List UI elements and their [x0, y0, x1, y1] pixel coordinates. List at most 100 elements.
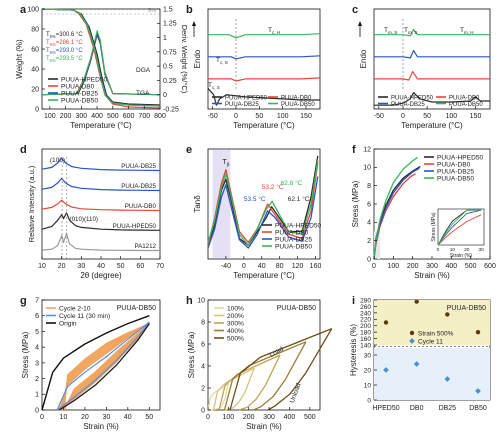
tick-label-x: 40 [97, 263, 105, 270]
tick-label-y: 30 [364, 352, 372, 359]
peak-label: (100) [50, 157, 65, 164]
panel-letter: c [352, 4, 358, 16]
stress-strain-series [373, 165, 421, 260]
legend-swatch [409, 330, 415, 336]
load-curve [229, 327, 333, 411]
tick-label-x: 20 [81, 414, 89, 421]
legend-entry: PUUA-HPED50 [225, 96, 268, 102]
legend-swatch [409, 338, 415, 344]
plot-frame [373, 8, 491, 110]
tick-label-y: 60 [31, 46, 39, 53]
tick-label-y: 4 [35, 345, 39, 352]
inset-series [437, 209, 482, 246]
curve-label-tga: TGA [136, 90, 150, 97]
plot-frame [207, 8, 321, 110]
tick-label-x: 160 [310, 263, 322, 270]
axis-label-y: Weight (%) [15, 39, 24, 79]
tick-label-y: 0.5 [163, 64, 173, 71]
legend-entry: Cycle 11 (30 min) [59, 313, 110, 320]
axis-label-y: Hysteresis (%) [349, 324, 358, 376]
tan-delta-series [207, 159, 319, 246]
tick-label-x: 80 [276, 263, 284, 270]
tick-label-y: 0 [201, 407, 205, 414]
legend-entry: 300% [227, 321, 244, 328]
tick-label-x: 30 [102, 414, 110, 421]
deriv-series [41, 30, 161, 96]
panel-letter: e [186, 144, 192, 156]
plot-frame [207, 148, 321, 260]
tick-label-x: 70 [156, 263, 164, 270]
inset-series [437, 214, 482, 246]
legend-entry: PUUA-DB0 [437, 162, 471, 169]
load-curve [218, 354, 281, 411]
cycle-11-series [56, 321, 150, 411]
transition-annotation: Tm, H [460, 27, 474, 35]
tick-label-x: 500 [465, 263, 477, 270]
tick-label-x: 500 [107, 113, 119, 120]
stress-strain-series [373, 156, 418, 260]
tick-label-x: 50 [145, 414, 153, 421]
legend-entry: PUUA-HPED50 [391, 96, 434, 102]
cycle11-point [475, 388, 481, 394]
tick-label-y: 8 [367, 183, 371, 190]
legend-entry: 200% [227, 313, 244, 320]
legend-entry: PUUA-DB0 [449, 96, 480, 102]
endo-arrow-head [358, 21, 362, 26]
axis-label-x: 2θ (degree) [80, 271, 122, 280]
tick-label-x: 150 [470, 113, 482, 120]
panel-title: PUUA-DB50 [117, 305, 156, 312]
peak-annotation: 53.2 °C [262, 183, 284, 191]
inset-tick: 30 [478, 247, 484, 253]
tick-label-x: 40 [258, 263, 266, 270]
tan-delta-series [207, 176, 319, 249]
legend-entry: PUUA-DB25 [437, 169, 474, 176]
panel-letter: h [186, 295, 193, 307]
transition-annotation: Tc, S [208, 82, 220, 90]
tick-label-y: 2 [201, 385, 205, 392]
axis-label-x: Strain (%) [83, 422, 119, 431]
strain500-point [475, 329, 481, 335]
axis-label-x: Temperature (°C) [401, 121, 463, 130]
tick-label-x: 500 [304, 414, 316, 421]
endo-arrow-head [192, 21, 196, 26]
axis-label-y: Stress (MPa) [21, 331, 30, 378]
panel-letter: d [20, 144, 27, 156]
load-curve [207, 383, 229, 411]
tick-label-x: 100 [277, 113, 289, 120]
cycle11-point [383, 367, 389, 373]
peak-annotation: 62.8 °C [281, 179, 303, 187]
panel-letter: a [20, 4, 27, 16]
dsc-series [207, 88, 320, 106]
series-label: PUUA-DB0 [125, 203, 157, 210]
tick-label-x: 700 [138, 113, 150, 120]
tick-label-y: 20 [364, 367, 372, 374]
tick-label-x: 300 [263, 414, 275, 421]
tick-label-y: 6 [201, 341, 205, 348]
xrd-series [41, 157, 161, 172]
panel-d-xrd: dPUUA-DB25PUUA-DB25PUUA-DB0PUUA-HPED50PA… [20, 144, 164, 280]
tick-label-x: 100 [223, 414, 235, 421]
legend-entry: 500% [227, 336, 244, 343]
cycle-load [63, 323, 150, 411]
tick-label-x: 0 [234, 113, 238, 120]
tick-label-y: 0 [367, 256, 371, 263]
category-label: DB0 [410, 405, 424, 412]
tick-label-y: 10 [197, 297, 205, 304]
axis-label-x: Temperature (°C) [70, 121, 132, 130]
tick-label-y: 6 [35, 313, 39, 320]
cycle11-point [444, 376, 451, 382]
inset-series [437, 209, 482, 246]
tick-label-x: 200 [243, 414, 255, 421]
legend-entry: Cycle 11 [418, 339, 443, 346]
transition-annotation: Tm, S [404, 27, 417, 35]
axis-label-x: Temperature (°C) [233, 121, 295, 130]
legend-entry: 400% [227, 328, 244, 335]
tick-label-y: 1 [163, 35, 167, 42]
legend-entry: Cycle 2-10 [59, 306, 91, 313]
axis-label-y: Relative Intensity (a.u.) [27, 165, 36, 242]
panel-title: PUUA-DB50 [447, 305, 486, 312]
dsc-series [374, 49, 490, 59]
legend-entry: PUUA-DB50 [281, 102, 315, 108]
